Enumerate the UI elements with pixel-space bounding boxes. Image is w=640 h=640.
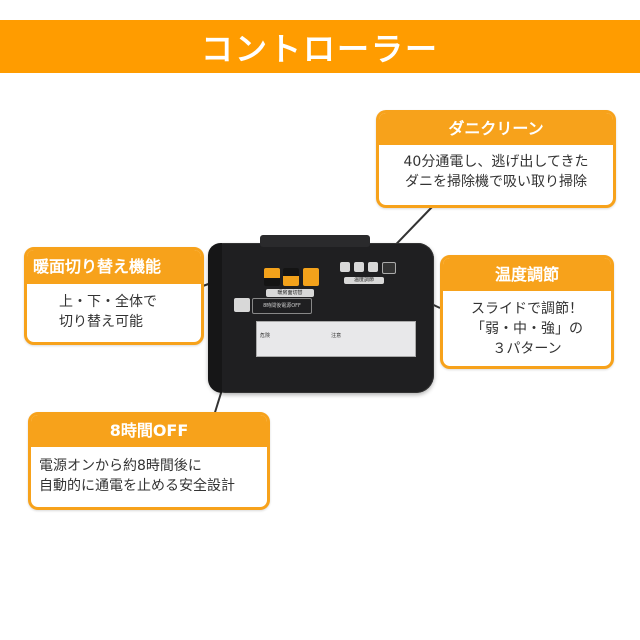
callout-text: 上・下・全体で — [59, 294, 157, 310]
temp-weak-button[interactable] — [340, 262, 350, 272]
power-button[interactable] — [234, 298, 250, 312]
warning-caution: 注意 — [331, 333, 342, 339]
callout-auto-off: 8時間OFF 電源オンから約8時間後に 自動的に通電を止める安全設計 — [28, 412, 270, 510]
heating-switch-lower[interactable] — [283, 268, 299, 286]
controller-device: 暖房面切替 温度調節 8時間後電源OFF 危険 注意 — [208, 235, 434, 393]
callout-text: 切り替え可能 — [59, 314, 143, 330]
warning-sticker: 危険 注意 — [256, 321, 416, 357]
temp-label: 温度調節 — [344, 277, 384, 284]
device-side — [208, 243, 222, 393]
callout-text: 40分通電し、逃げ出してきた — [403, 154, 589, 170]
callout-text: ３パターン — [492, 341, 562, 357]
device-connector — [260, 235, 370, 247]
callout-text: 自動的に通電を止める安全設計 — [39, 478, 235, 494]
callout-dani-clean: ダニクリーン 40分通電し、逃げ出してきた ダニを掃除機で吸い取り掃除 — [376, 110, 616, 208]
callout-title: 温度調節 — [443, 258, 611, 291]
temp-strong-button[interactable] — [368, 262, 378, 272]
callout-title: 8時間OFF — [31, 415, 267, 447]
heating-switch-all[interactable] — [303, 268, 319, 286]
title-banner: コントローラー — [0, 20, 640, 73]
heating-switch-upper[interactable] — [264, 268, 280, 286]
auto-off-label: 8時間後電源OFF — [252, 298, 312, 314]
callout-text: スライドで調節！ — [471, 301, 583, 317]
callout-heating-area: 暖面切り替え機能 上・下・全体で 切り替え可能 — [24, 247, 204, 345]
callout-title: ダニクリーン — [379, 113, 613, 145]
temp-mid-button[interactable] — [354, 262, 364, 272]
callout-text: 電源オンから約8時間後に — [39, 458, 202, 474]
callout-text: 「弱・中・強」の — [471, 321, 583, 337]
callout-temperature: 温度調節 スライドで調節！ 「弱・中・強」の ３パターン — [440, 255, 614, 369]
page-title: コントローラー — [200, 29, 439, 68]
callout-text: ダニを掃除機で吸い取り掃除 — [405, 174, 587, 190]
heating-switch-label: 暖房面切替 — [266, 289, 314, 297]
callout-title: 暖面切り替え機能 — [27, 250, 201, 284]
dani-clean-button[interactable] — [382, 262, 396, 274]
warning-danger: 危険 — [260, 333, 271, 339]
